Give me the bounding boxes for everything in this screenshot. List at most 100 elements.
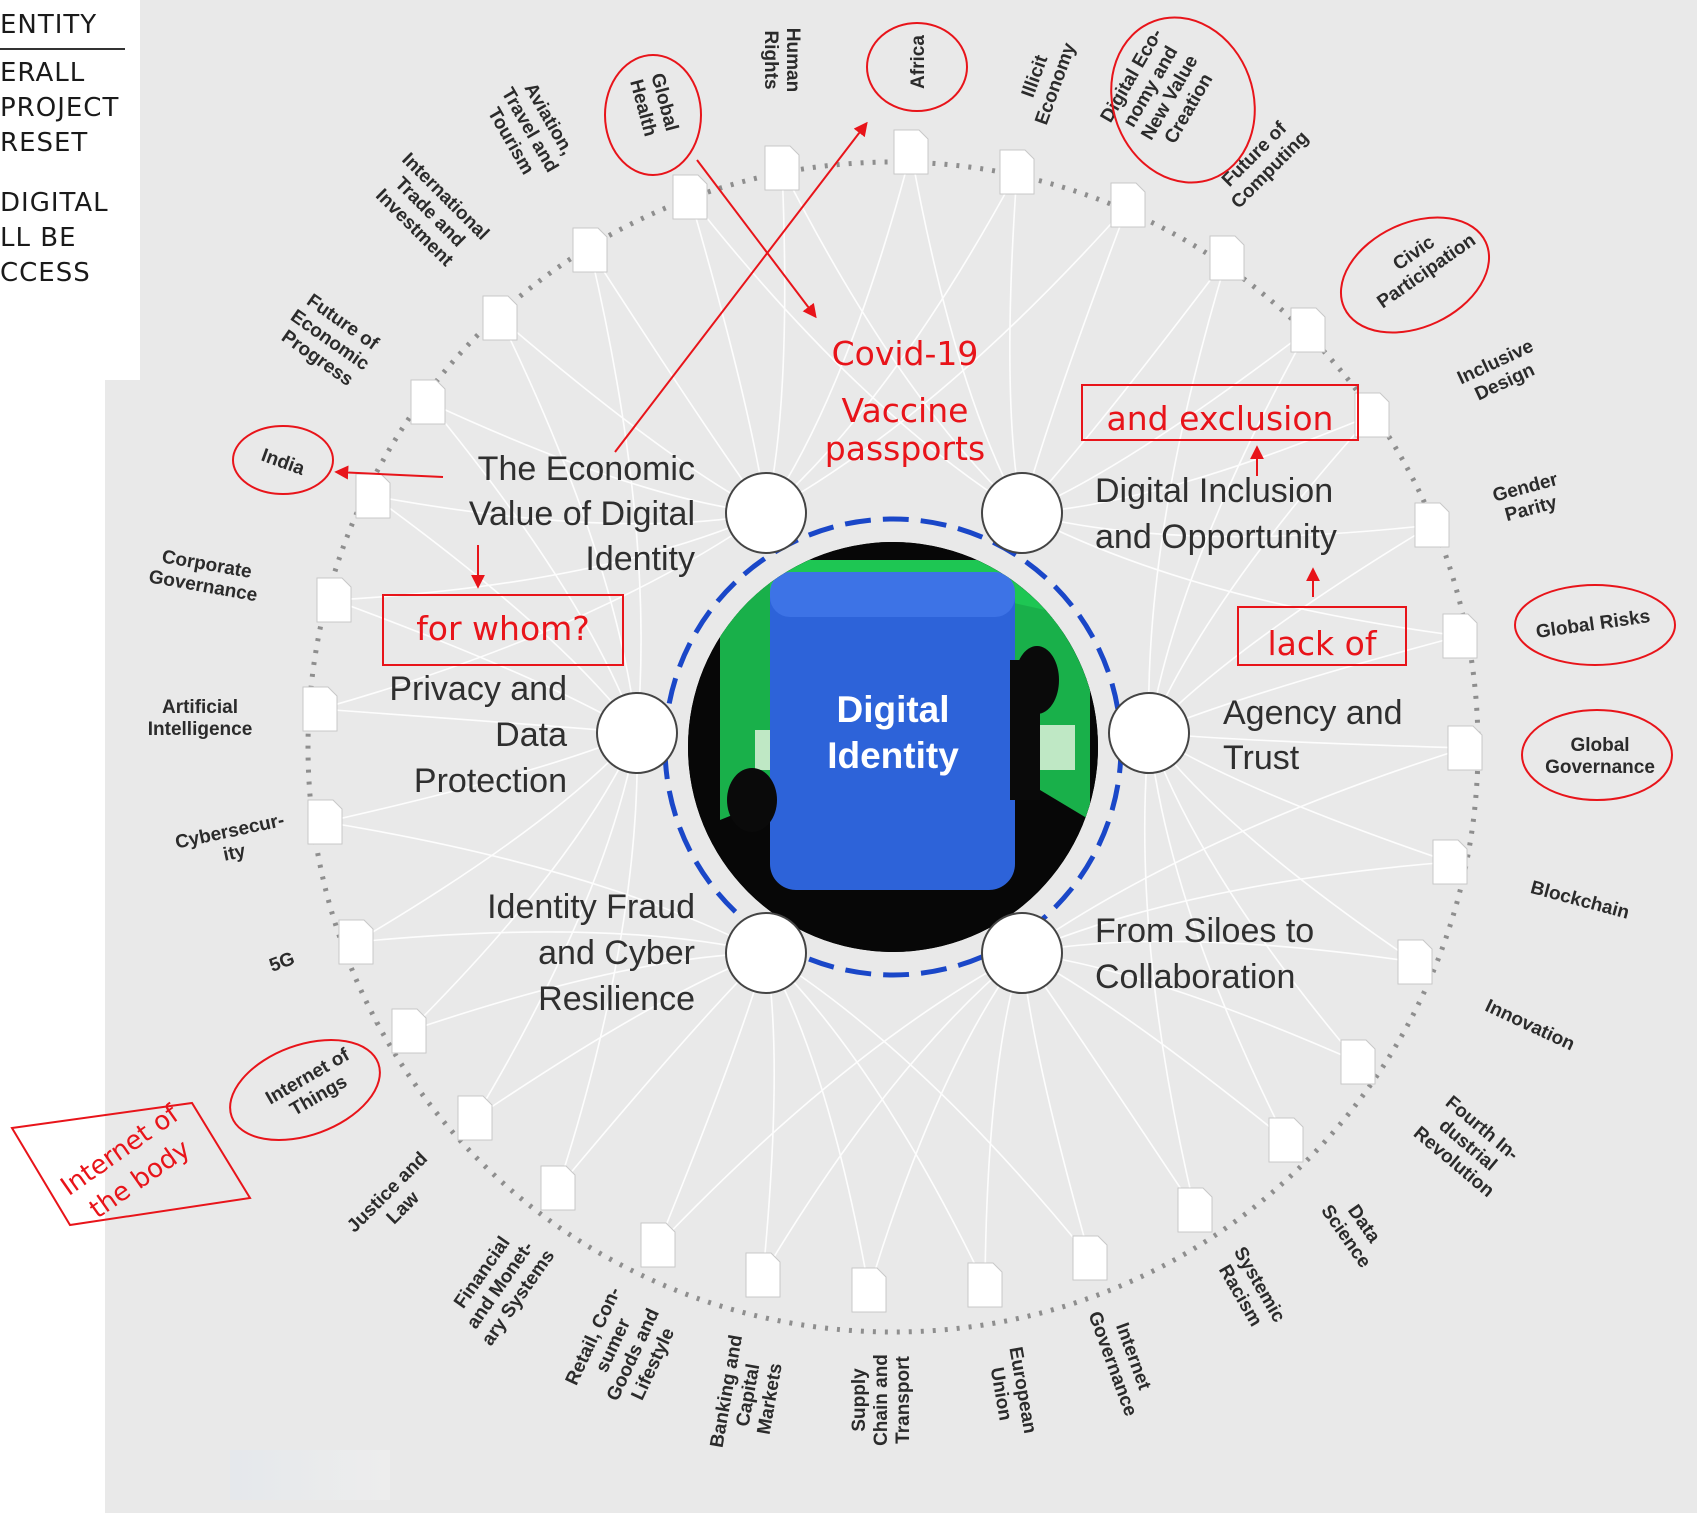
circle-global-health — [604, 54, 702, 176]
document-icon — [1432, 839, 1468, 885]
topic-label-line: 5G — [267, 948, 298, 976]
theme-agency-line2: Trust — [1223, 739, 1300, 777]
topic-label-line: Innovation — [1482, 996, 1578, 1056]
theme-node-siloes — [981, 912, 1063, 994]
connection-line — [557, 732, 639, 1189]
faint-smudge — [230, 1450, 390, 1500]
circle-global-risks — [1514, 584, 1676, 666]
topic-label-line: Human — [782, 28, 803, 92]
document-icon — [764, 145, 800, 191]
document-icon — [1177, 1187, 1213, 1233]
topic-label-line: Supply — [849, 1368, 870, 1432]
connection-line — [1021, 940, 1416, 963]
topic-label-line: Rights — [760, 30, 781, 89]
document-icon — [338, 919, 374, 965]
theme-nodes — [596, 472, 1190, 994]
red-annotations — [10, 16, 1676, 1227]
document-icon — [1340, 1039, 1376, 1085]
document-icon — [540, 1165, 576, 1211]
topic-label-line: India — [258, 445, 307, 480]
document-icon — [640, 1222, 676, 1268]
connection-line — [1148, 414, 1373, 734]
theme-node-economic-value — [725, 472, 807, 554]
document-icon — [572, 227, 608, 273]
topic-cybersecurity: Cybersecur-ity — [173, 810, 286, 866]
document-icon — [1397, 939, 1433, 985]
connection-line — [319, 708, 638, 734]
document-icon — [893, 129, 929, 175]
topic-label-line: Governance — [1545, 757, 1655, 778]
theme-siloes-line2: Collaboration — [1095, 958, 1295, 996]
annotation-and-exclusion: and exclusion — [1107, 399, 1334, 438]
theme-privacy-line1: Privacy and — [389, 670, 567, 708]
document-icon — [410, 379, 446, 425]
theme-economic-value-line1: The Economic — [478, 450, 695, 488]
connection-line — [765, 952, 1091, 1259]
connection-line — [319, 512, 767, 710]
theme-node-fraud — [725, 912, 807, 994]
connection-line — [1148, 732, 1359, 1063]
document-icon — [316, 577, 352, 623]
connection-line — [765, 952, 870, 1291]
topic-label-line: Global — [1570, 735, 1629, 756]
document-icon — [1354, 392, 1390, 438]
document-icon — [745, 1252, 781, 1298]
topic-label-line: Africa — [908, 35, 929, 89]
topic-india: India — [258, 445, 307, 480]
theme-node-privacy — [596, 692, 678, 774]
theme-digital-inclusion-line2: and Opportunity — [1095, 518, 1337, 556]
topic-label-line: Artificial — [162, 697, 238, 718]
connection-line — [765, 204, 1129, 514]
blue-id-card — [770, 572, 1015, 890]
connection-line — [1143, 732, 1196, 1211]
theme-economic-value-line3: Identity — [585, 540, 695, 578]
connection-line — [689, 196, 1023, 514]
document-icon — [307, 799, 343, 845]
topic-global-risks: Global Risks — [1535, 606, 1652, 643]
topic-innovation: Innovation — [1482, 996, 1578, 1056]
connection-line — [1148, 732, 1451, 863]
side-text-line: DIGITAL — [0, 188, 109, 218]
box-for-whom — [382, 594, 624, 666]
circle-global-governance — [1521, 709, 1673, 801]
theme-fraud-line2: and Cyber — [538, 934, 695, 972]
connection-line — [765, 952, 986, 1286]
side-text-line: CCESS — [0, 258, 91, 288]
theme-labels: The Economic Value of Digital Identity D… — [389, 450, 1402, 1018]
cropped-side-text: ENTITY ERALL PROJECT RESET DIGITAL LL BE… — [0, 0, 140, 380]
document-icon — [1447, 725, 1483, 771]
annotation-for-whom: for whom? — [416, 609, 590, 648]
theme-node-digital-inclusion — [981, 472, 1063, 554]
connection-line — [474, 952, 767, 1119]
topic-label-line: Justice and — [343, 1148, 432, 1237]
connection-line — [868, 952, 1023, 1291]
circle-civic-participation — [1339, 216, 1491, 334]
annotation-covid-line2: Vaccine — [842, 391, 969, 430]
box-lack-of — [1237, 606, 1407, 666]
circle-internet-of-things — [229, 1039, 381, 1141]
topic-blockchain: Blockchain — [1528, 877, 1631, 924]
document-icon — [672, 174, 708, 220]
connection-line — [324, 821, 767, 954]
connection-line — [1021, 512, 1461, 637]
theme-fraud-line1: Identity Fraud — [487, 888, 695, 926]
topic-5g: 5G — [267, 948, 298, 976]
annotation-covid-line1: Covid-19 — [832, 334, 979, 373]
document-icon — [1414, 502, 1450, 548]
theme-privacy-line2: Data — [495, 716, 567, 754]
connection-line — [499, 317, 638, 734]
